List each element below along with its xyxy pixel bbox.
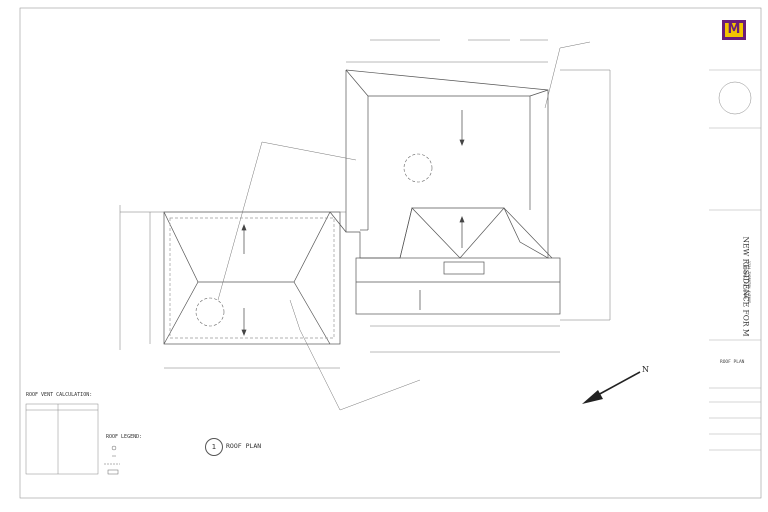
plan-title: ROOF PLAN [226, 442, 262, 450]
sheet-title: ROOF PLAN [720, 360, 745, 365]
roof-legend-symbols [104, 445, 120, 475]
project-address-line-2: NEWARK, CA 94560 [743, 265, 747, 299]
seal-circle-icon [718, 81, 752, 115]
vent-calculation-title: ROOF VENT CALCULATION: [26, 392, 93, 398]
project-address: 1234 THORNTON AVENUE NEWARK, CA 94560 [743, 247, 751, 317]
north-label: N [642, 365, 649, 374]
dimension-lines [119, 39, 611, 369]
north-arrow-icon [582, 371, 641, 404]
plan-number-bubble: 1 [205, 438, 223, 456]
vent-circle-left [195, 297, 225, 327]
roof-legend-title: ROOF LEGEND: [106, 434, 143, 440]
logo-letter: M [725, 23, 743, 37]
project-address-line-1: 1234 THORNTON AVENUE [747, 260, 751, 304]
vent-circle-upper [403, 153, 433, 183]
lower-gable-roof [355, 207, 561, 315]
slope-arrows [241, 110, 465, 336]
leader-lines [217, 41, 591, 411]
vent-calculation-table [25, 403, 99, 475]
upper-roof-block [345, 69, 549, 259]
firm-logo: M [722, 20, 746, 40]
left-wing-roof [163, 211, 347, 345]
title-block-rows [709, 69, 761, 451]
